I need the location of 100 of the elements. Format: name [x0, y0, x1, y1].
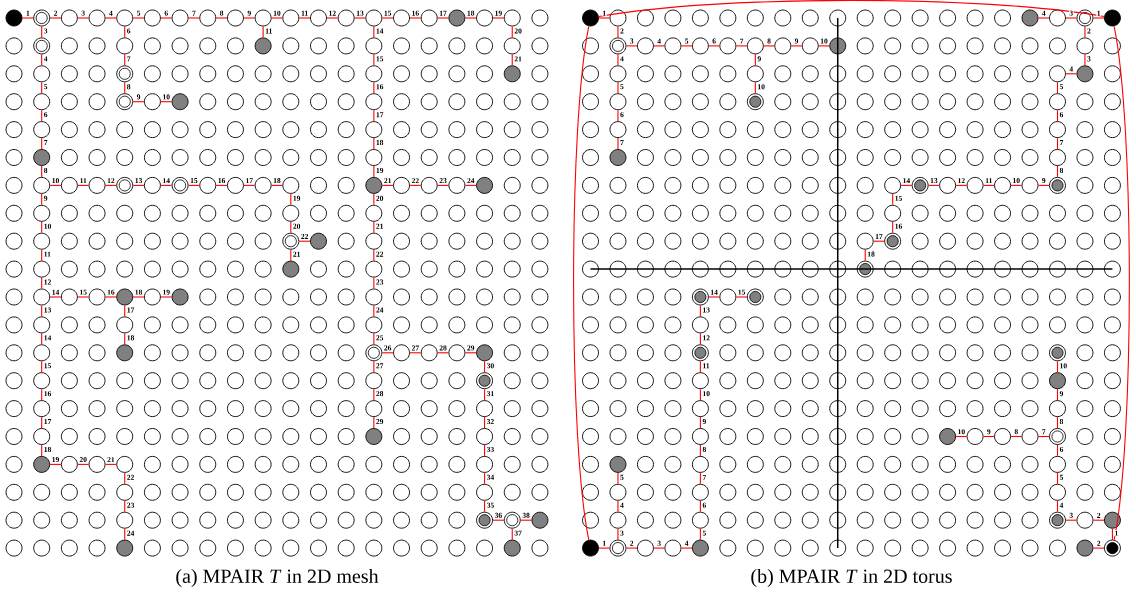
link-line	[437, 352, 449, 354]
link-line	[21, 17, 34, 19]
node-circle	[994, 428, 1011, 445]
node-circle	[582, 539, 599, 557]
link-line	[1010, 184, 1023, 186]
node-circle	[116, 539, 134, 557]
node-circle	[531, 511, 549, 529]
link-line	[160, 101, 173, 103]
node-circle	[1021, 428, 1039, 445]
link-line	[1084, 25, 1086, 38]
node-circle	[227, 9, 244, 27]
node-circle	[143, 9, 161, 27]
node-circle	[33, 149, 51, 166]
caption: (b) MPAIR T in 2D torus	[751, 568, 952, 588]
node-circle	[171, 288, 189, 306]
double-node-circle	[1076, 9, 1094, 27]
link-line	[520, 519, 533, 521]
node-circle	[1104, 9, 1121, 27]
double-node-circle	[746, 93, 764, 111]
node-circle	[476, 428, 493, 445]
link-line	[41, 416, 43, 429]
link-line	[373, 388, 375, 401]
node-circle	[719, 288, 737, 306]
node-circle	[609, 511, 627, 529]
node-circle	[1104, 511, 1121, 529]
link-line	[373, 416, 375, 429]
link-line	[160, 184, 173, 186]
link-line	[381, 352, 394, 354]
link-line	[484, 388, 486, 401]
node-circle	[365, 372, 383, 390]
link-line	[381, 184, 394, 186]
node-circle	[1049, 121, 1066, 139]
link-line	[617, 25, 619, 38]
double-node-circle	[691, 344, 709, 362]
link-line	[49, 296, 62, 298]
link-line	[41, 277, 43, 290]
node-circle	[116, 316, 134, 334]
node-circle	[884, 204, 902, 222]
node-circle	[282, 260, 300, 278]
link-line	[699, 416, 701, 429]
node-circle	[116, 511, 134, 529]
link-line	[1056, 360, 1059, 373]
node-circle	[609, 149, 627, 166]
node-circle	[365, 37, 383, 55]
double-node-circle	[476, 372, 493, 390]
double-node-circle	[1049, 344, 1066, 362]
node-circle	[365, 9, 383, 27]
node-circle	[88, 176, 106, 194]
link-line	[735, 45, 748, 47]
node-circle	[1076, 511, 1094, 529]
link-line	[373, 81, 375, 94]
link-line	[680, 547, 693, 549]
double-node-circle	[746, 288, 764, 306]
link-line	[699, 304, 701, 317]
link-line	[873, 240, 885, 242]
link-line	[1056, 500, 1059, 513]
double-node-circle	[116, 65, 134, 83]
node-circle	[503, 37, 521, 55]
link-line	[437, 184, 449, 186]
node-circle	[448, 176, 466, 194]
link-line	[124, 25, 126, 38]
link-line	[1065, 519, 1078, 521]
node-circle	[33, 65, 51, 83]
node-circle	[33, 428, 51, 445]
link-line	[1056, 109, 1059, 122]
double-node-circle	[503, 511, 521, 529]
node-circle	[609, 9, 627, 27]
node-circle	[143, 288, 161, 306]
link-line	[955, 184, 968, 186]
link-line	[77, 296, 90, 298]
link-line	[699, 360, 701, 373]
node-circle	[691, 428, 709, 445]
link-line	[484, 500, 486, 513]
link-line	[104, 184, 117, 186]
node-circle	[420, 344, 438, 362]
link-line	[617, 81, 619, 94]
link-line	[41, 193, 43, 206]
link-line	[1092, 547, 1105, 549]
node-circle	[254, 176, 272, 194]
node-circle	[476, 483, 493, 501]
node-circle	[1049, 149, 1066, 166]
link-line	[243, 184, 256, 186]
node-circle	[282, 9, 300, 27]
double-node-circle	[33, 37, 51, 55]
node-circle	[5, 9, 23, 27]
link-line	[983, 435, 995, 438]
double-node-circle	[1049, 176, 1066, 194]
link-line	[625, 45, 638, 47]
link-line	[77, 463, 90, 465]
link-line	[124, 81, 126, 94]
link-line	[104, 17, 117, 19]
node-circle	[365, 316, 383, 334]
link-line	[573, 25, 590, 541]
node-circle	[365, 65, 383, 83]
link-line	[790, 45, 803, 47]
node-circle	[1076, 37, 1094, 55]
link-line	[49, 463, 62, 465]
link-line	[271, 184, 283, 186]
node-circle	[609, 455, 627, 473]
link-line	[818, 45, 830, 47]
